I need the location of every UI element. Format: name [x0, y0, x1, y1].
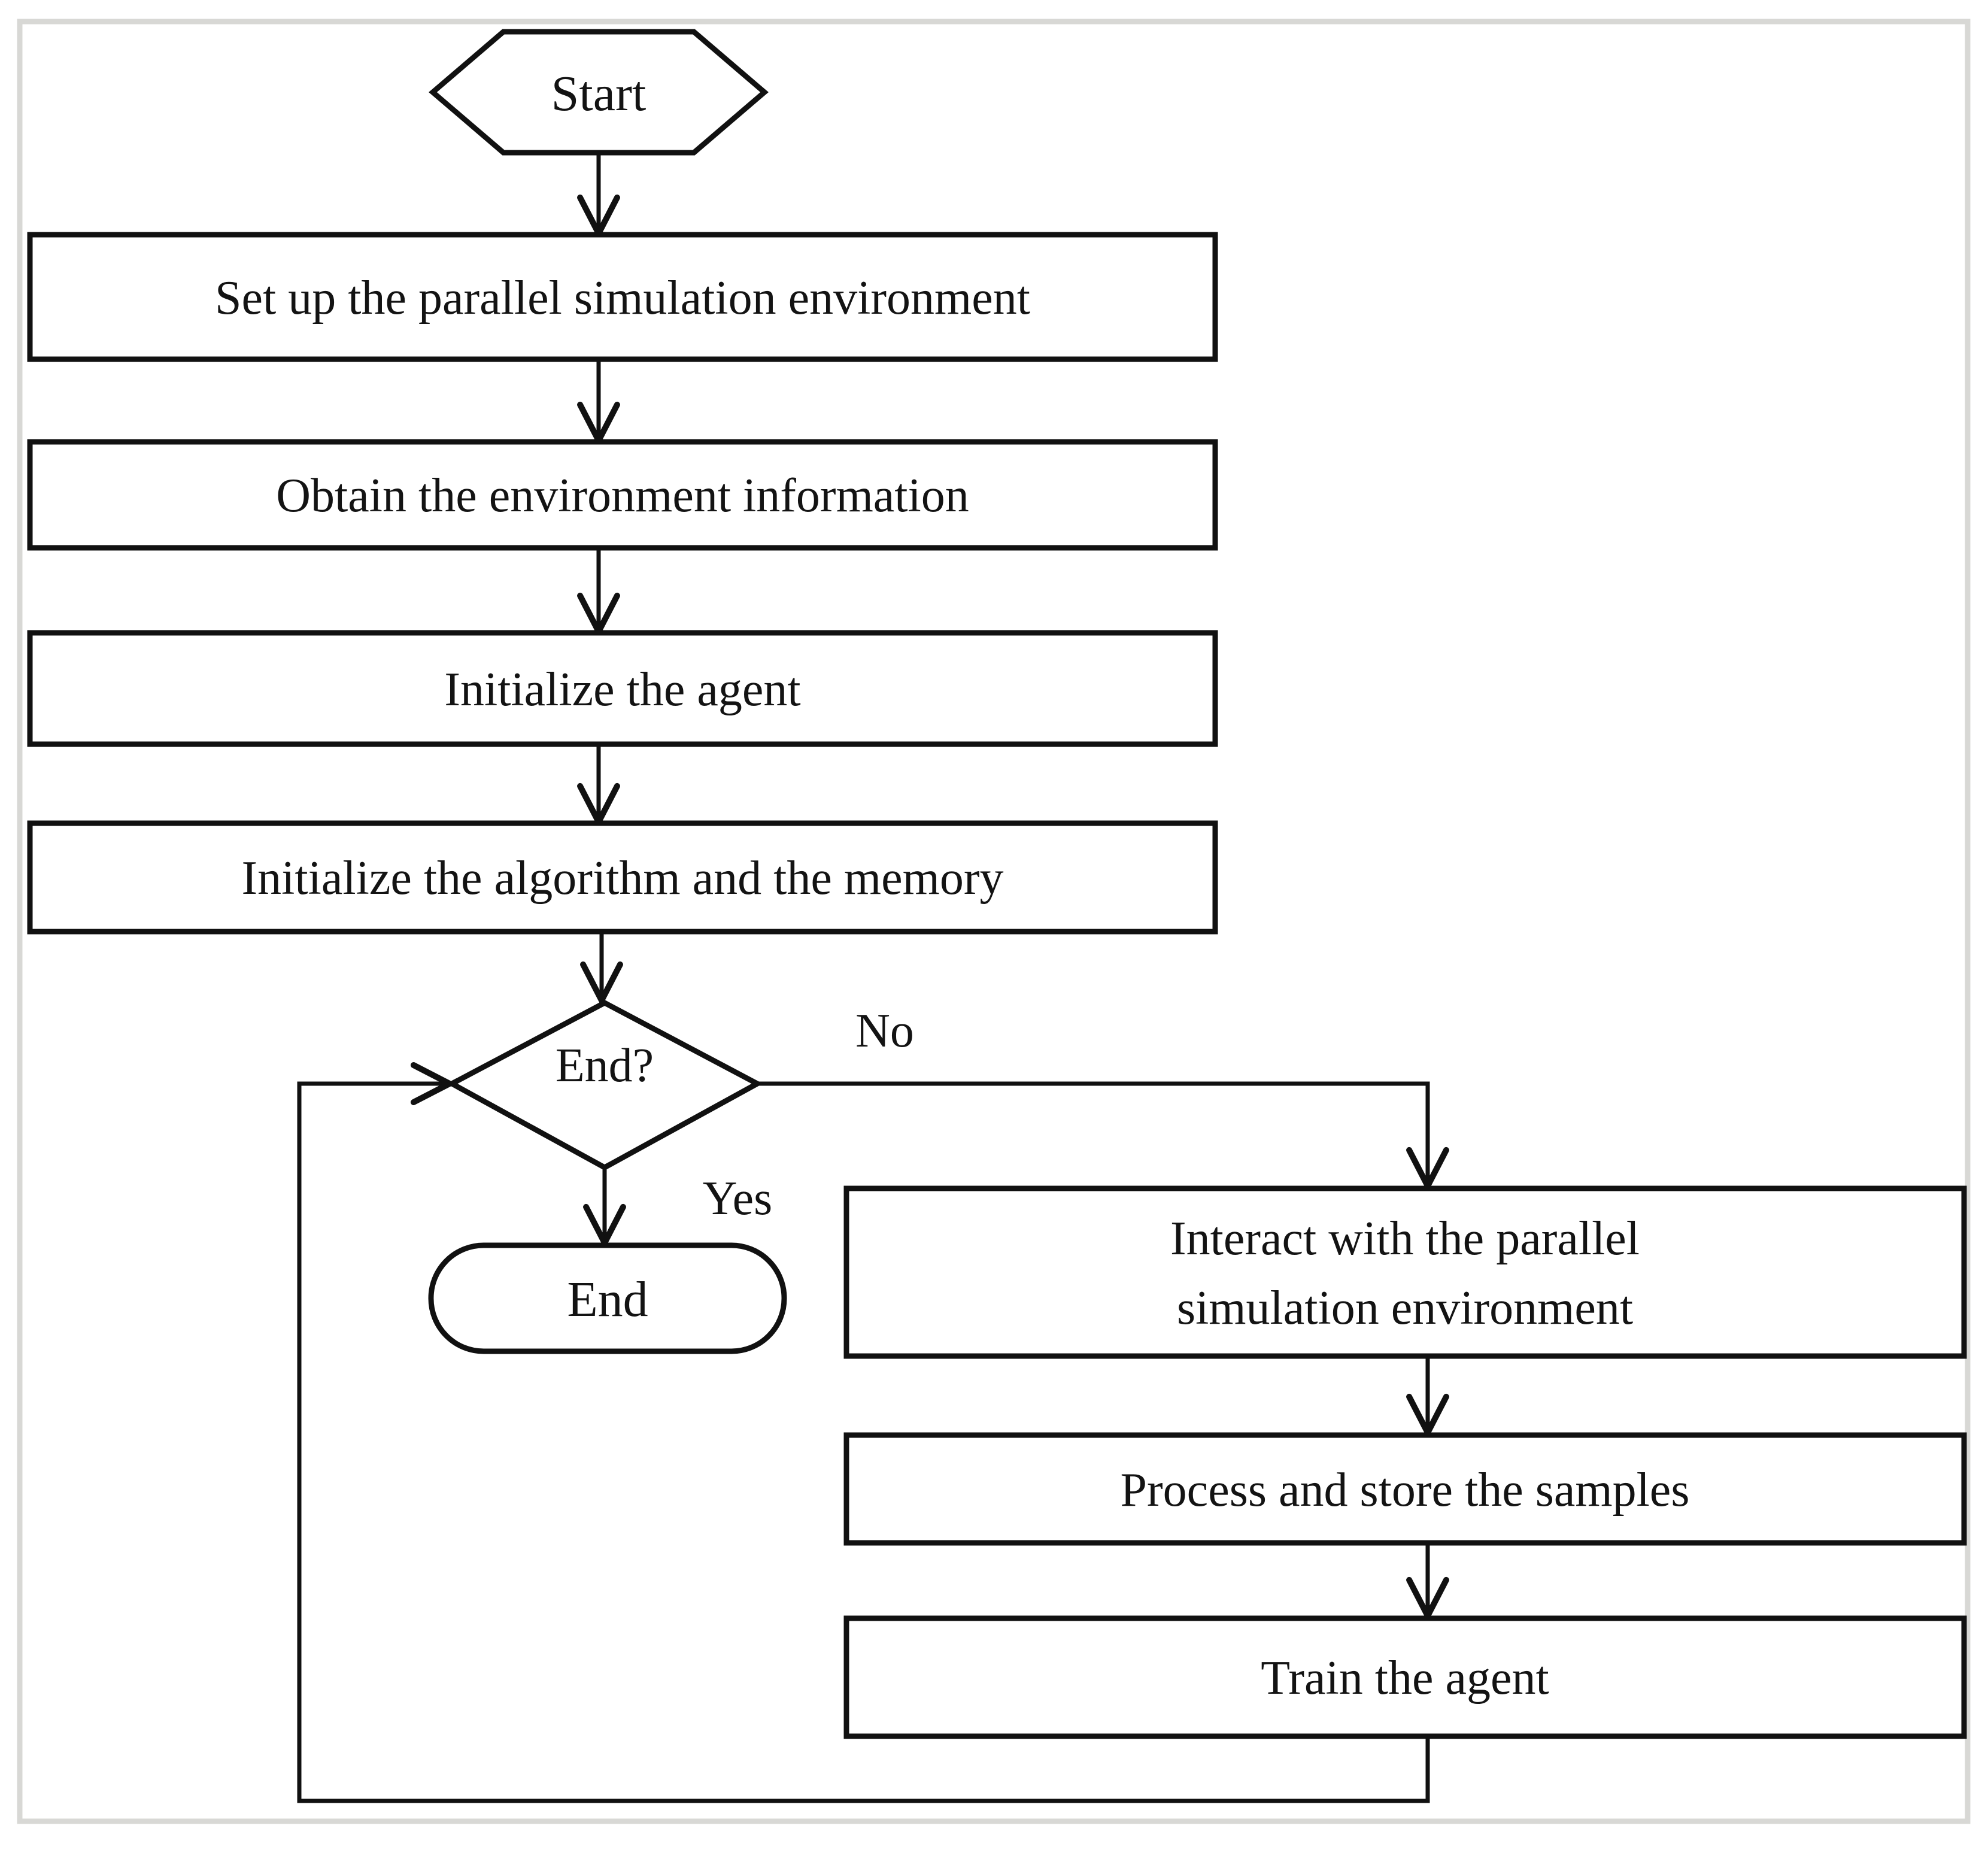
process-train-box	[843, 1615, 1967, 1739]
process-interact-label-line2: simulation environment	[1177, 1282, 1633, 1335]
process-store-label: Process and store the samples	[1121, 1464, 1690, 1517]
edge-no-branch	[757, 1081, 1449, 1193]
process-init-algo-box	[27, 820, 1218, 935]
end-terminator-node	[428, 1242, 787, 1354]
start-label: Start	[551, 66, 647, 122]
process-train-label: Train the agent	[1261, 1652, 1549, 1705]
end-terminator-label: End	[567, 1272, 648, 1327]
process-obtain-box	[27, 439, 1218, 551]
process-init-agent-label: Initialize the agent	[444, 663, 800, 716]
process-init-algo-label: Initialize the algorithm and the memory	[242, 852, 1004, 905]
process-obtain-label: Obtain the environment information	[276, 469, 969, 522]
process-init-agent-box	[27, 630, 1218, 747]
process-interact-box	[843, 1185, 1967, 1359]
no-branch-label: No	[855, 1005, 914, 1057]
process-setup-box	[27, 232, 1218, 362]
edge-loop-back-to-decision	[297, 1062, 1430, 1803]
page-border-frame	[17, 19, 1971, 1824]
yes-branch-label: Yes	[703, 1172, 772, 1225]
process-store-box	[843, 1432, 1967, 1546]
process-interact-label-line1: Interact with the parallel	[1170, 1212, 1640, 1265]
decision-label: End?	[556, 1039, 654, 1092]
start-node	[429, 29, 769, 156]
process-setup-label: Set up the parallel simulation environme…	[215, 272, 1030, 324]
decision-diamond	[446, 999, 763, 1171]
